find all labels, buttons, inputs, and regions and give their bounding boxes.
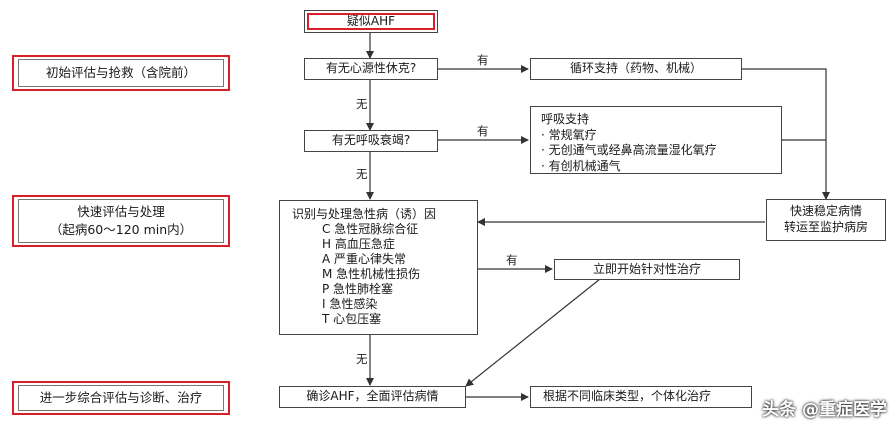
list-item: · 常规氧疗 [541,127,597,142]
node-shock-question-text: 有无心源性休克? [325,61,417,76]
node-targeted-therapy-text: 立即开始针对性治疗 [592,261,701,276]
label-no-shock: 无 [356,97,368,111]
label-no-respiratory: 无 [356,167,368,181]
stage-initial-label: 初始评估与抢救（含院前） [45,64,196,80]
node-targeted-therapy: 立即开始针对性治疗 [554,259,740,280]
node-respiratory-support: 呼吸支持 · 常规氧疗 · 无创通气或经鼻高流量湿化氧疗 · 有创机械通气 [530,106,782,174]
node-circulatory-support-text: 循环支持（药物、机械） [569,61,702,76]
stage-initial: 初始评估与抢救（含院前） [12,55,230,91]
list-item: M 急性机械性损伤 [322,267,421,281]
label-yes-respiratory: 有 [477,124,489,138]
list-item: A 严重心律失常 [322,252,407,266]
node-identify-causes-title: 识别与处理急性病（诱）因 [292,207,437,221]
stage-further: 进一步综合评估与诊断、治疗 [12,381,230,415]
node-individualized-therapy-text: 根据不同临床类型，个体化治疗 [543,389,712,404]
label-yes-shock: 有 [477,53,489,67]
watermark-text: 头条 @重症医学 [762,400,887,420]
list-item: I 急性感染 [322,297,378,311]
list-item: T 心包压塞 [322,312,382,326]
node-stabilize-transfer: 快速稳定病情 转运至监护病房 [766,199,886,241]
node-suspect-ahf: 疑似AHF [304,10,438,33]
node-stabilize-line1: 快速稳定病情 [789,204,862,219]
label-no-causes: 无 [356,352,368,366]
arrow-circ-to-stabilize [742,68,830,200]
list-item: · 有创机械通气 [541,158,621,173]
node-identify-causes: 识别与处理急性病（诱）因 C 急性冠脉综合征 H 高血压急症 A 严重心律失常 … [279,200,478,335]
node-stabilize-line2: 转运至监护病房 [783,220,868,234]
node-circulatory-support: 循环支持（药物、机械） [530,58,742,80]
stage-further-label: 进一步综合评估与诊断、治疗 [39,389,203,405]
list-item: P 急性肺栓塞 [322,282,394,296]
list-item: · 无创通气或经鼻高流量湿化氧疗 [541,143,717,158]
node-respiratory-question: 有无呼吸衰竭? [304,130,438,152]
list-item: H 高血压急症 [322,237,395,251]
stage-rapid-label: 快速评估与处理 [77,203,165,219]
stage-rapid-time: （起病60～120 min内） [49,222,193,237]
node-respiratory-support-title: 呼吸支持 [541,112,590,126]
node-individualized-therapy: 根据不同临床类型，个体化治疗 [530,386,752,408]
list-item: C 急性冠脉综合征 [322,222,419,236]
node-suspect-ahf-text: 疑似AHF [346,13,396,28]
label-yes-causes: 有 [506,253,518,267]
node-confirm-ahf-text: 确诊AHF，全面评估病情 [306,389,439,404]
arrow-targeted-to-confirm [465,278,601,387]
node-shock-question: 有无心源性休克? [304,58,438,80]
node-confirm-ahf: 确诊AHF，全面评估病情 [279,386,466,408]
stage-rapid: 快速评估与处理 （起病60～120 min内） [12,195,230,247]
node-respiratory-question-text: 有无呼吸衰竭? [331,133,411,148]
